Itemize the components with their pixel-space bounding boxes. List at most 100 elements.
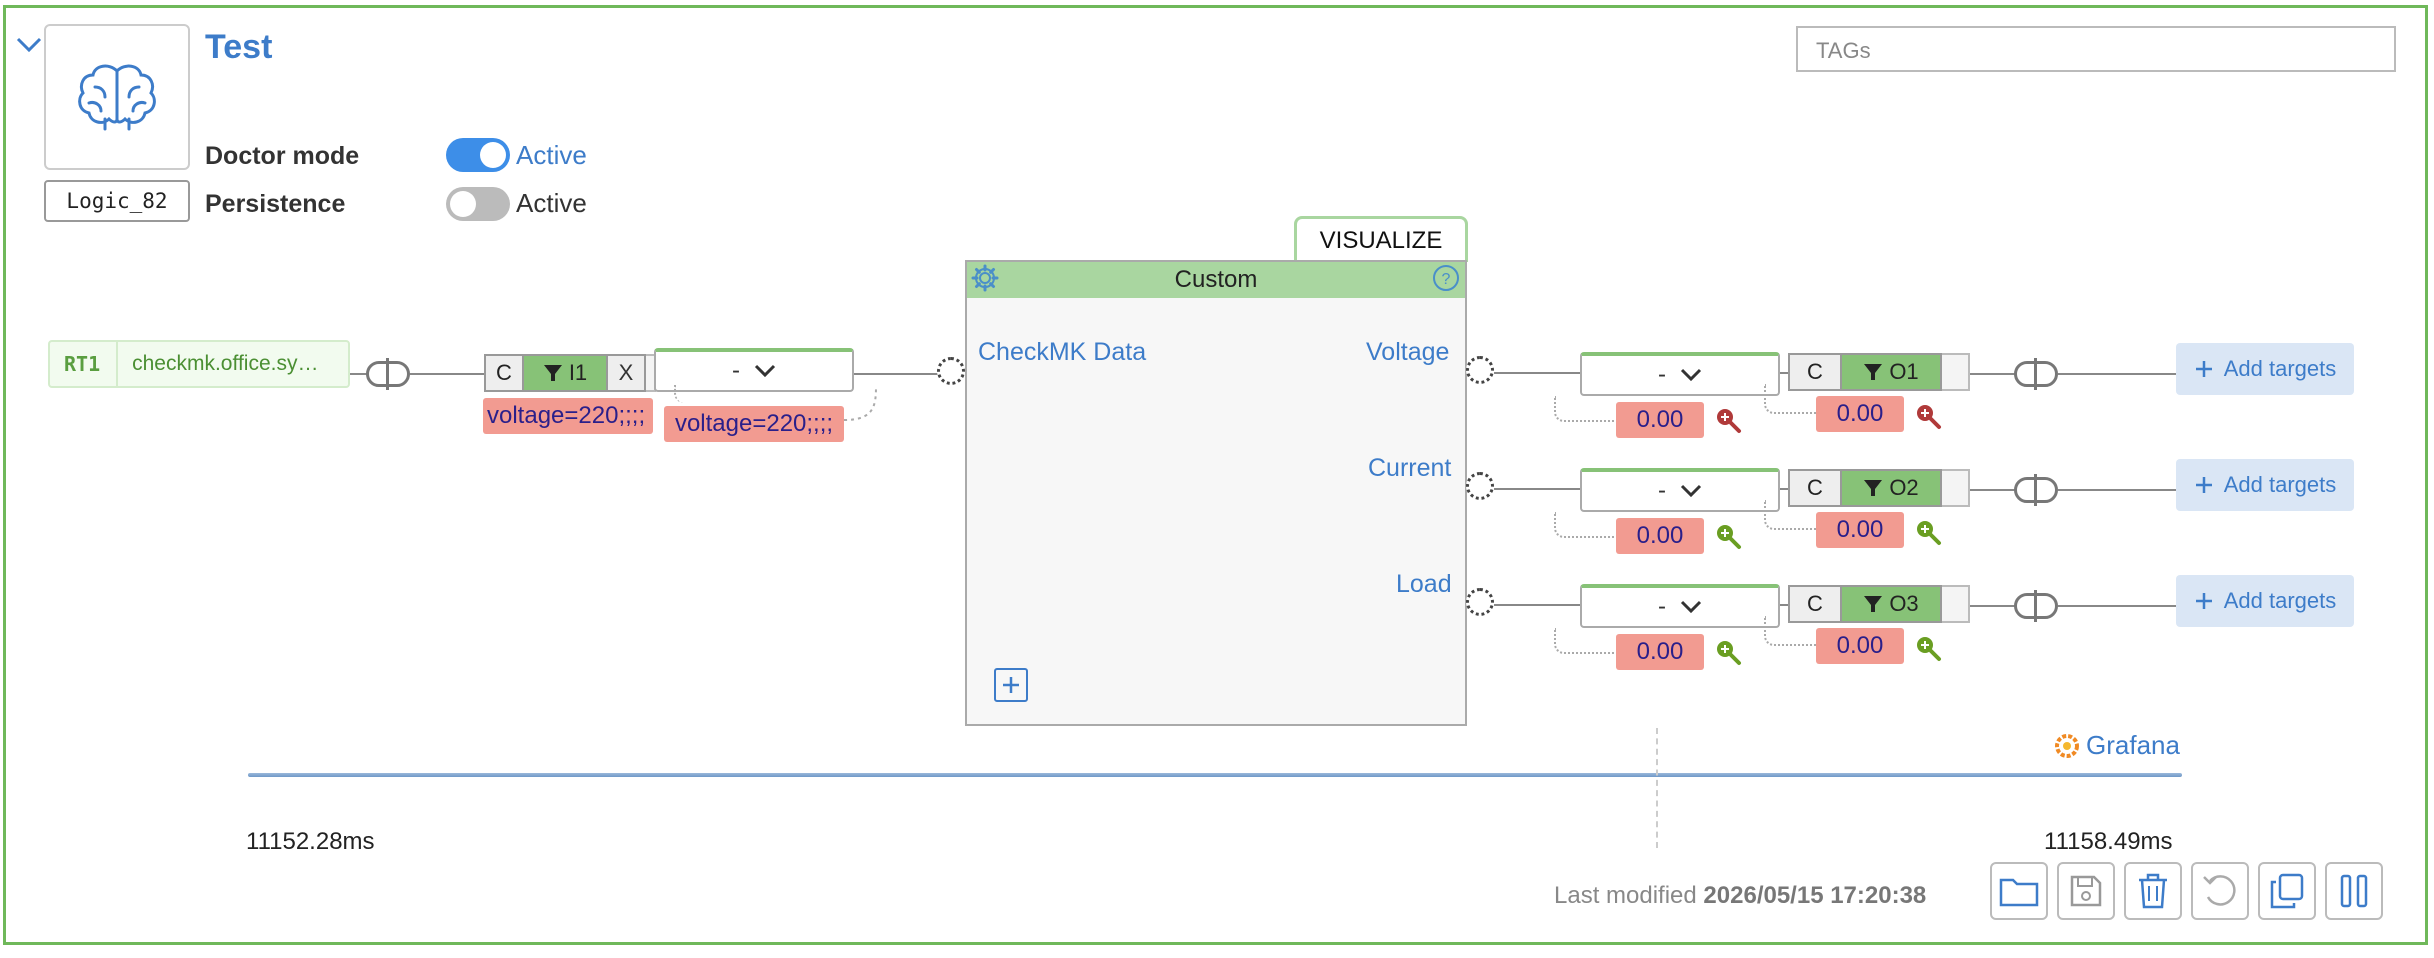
doctor-mode-toggle[interactable] — [446, 138, 510, 172]
grafana-link[interactable]: Grafana — [2054, 730, 2180, 761]
filter-icon — [543, 365, 562, 381]
zoom-icon[interactable] — [1714, 406, 1742, 439]
connector-line — [854, 373, 950, 375]
input-port-connector[interactable] — [937, 357, 965, 385]
timeline-start: 11152.28ms — [246, 828, 375, 855]
last-modified: Last modified 2026/05/15 17:20:38 — [1554, 882, 1926, 910]
zoom-icon[interactable] — [1714, 638, 1742, 671]
plus-icon — [2195, 361, 2212, 377]
save-icon — [2070, 875, 2102, 907]
custom-block[interactable]: Custom — [965, 260, 1467, 726]
connector-line — [2058, 605, 2178, 607]
input-clear-button[interactable]: C — [484, 354, 524, 392]
connector-line — [1780, 372, 1790, 374]
filter-icon — [1864, 596, 1883, 612]
output-dropdown[interactable]: - — [1580, 352, 1780, 396]
output-filter-label: O2 — [1889, 475, 1919, 500]
output-port-connector[interactable] — [1466, 588, 1494, 616]
pause-icon — [2340, 874, 2368, 908]
last-modified-label: Last modified — [1554, 882, 1697, 909]
add-targets-button[interactable]: Add targets — [2176, 575, 2354, 627]
plug-icon[interactable] — [2014, 590, 2058, 622]
dotted-connector — [1554, 512, 1620, 538]
source-code: RT1 — [50, 342, 119, 386]
plug-icon[interactable] — [2014, 474, 2058, 506]
input-filter-button[interactable]: I1 — [524, 354, 608, 392]
logic-avatar[interactable] — [44, 24, 190, 170]
doctor-mode-label: Doctor mode — [205, 142, 360, 170]
input-source-rt1[interactable]: RT1 checkmk.office.sy… — [48, 340, 350, 388]
source-host: checkmk.office.sy… — [132, 352, 319, 375]
undo-icon — [2203, 875, 2236, 906]
dotted-connector — [1764, 384, 1818, 414]
output-filter-button[interactable]: O2 — [1842, 469, 1942, 507]
grafana-label: Grafana — [2086, 730, 2180, 760]
add-targets-label: Add targets — [2223, 356, 2337, 381]
output-port-connector[interactable] — [1466, 472, 1494, 500]
plug-icon[interactable] — [2014, 358, 2058, 390]
chevron-down-icon — [1680, 368, 1702, 382]
output-value-left: 0.00 — [1616, 518, 1704, 554]
filter-icon — [1864, 364, 1883, 380]
filter-icon — [1864, 480, 1883, 496]
dotted-connector — [674, 385, 696, 403]
timeline-bar[interactable] — [248, 773, 2182, 777]
output-port-connector[interactable] — [1466, 356, 1494, 384]
last-modified-date: 2026/05/15 17:20:38 — [1703, 882, 1927, 909]
output-port-current: Current — [1368, 454, 1452, 482]
delete-button[interactable] — [2124, 862, 2182, 920]
input-dropdown-value: - — [732, 357, 740, 384]
logic-panel-frame — [3, 5, 2428, 945]
plug-icon[interactable] — [366, 358, 410, 390]
folder-icon — [1999, 878, 2039, 907]
connector-line — [1970, 373, 2016, 375]
copy-icon — [2270, 873, 2304, 909]
input-processed-value: voltage=220;;;; — [664, 406, 844, 442]
page-title: Test — [205, 28, 273, 66]
output-dropdown[interactable]: - — [1580, 468, 1780, 512]
output-filter-button[interactable]: O3 — [1842, 585, 1942, 623]
chevron-down-icon — [1680, 600, 1702, 614]
output-dropdown-value: - — [1658, 361, 1666, 388]
connector-line — [410, 373, 484, 375]
plus-icon — [1003, 677, 1019, 693]
save-button[interactable] — [2057, 862, 2115, 920]
visualize-tab[interactable]: VISUALIZE — [1294, 216, 1468, 262]
help-icon[interactable]: ? — [1432, 264, 1460, 297]
pause-button[interactable] — [2325, 862, 2383, 920]
input-raw-value: voltage=220;;;; — [483, 398, 653, 434]
collapse-chevron-icon[interactable] — [14, 30, 44, 60]
output-filter-label: O3 — [1889, 591, 1919, 616]
input-remove-button[interactable]: X — [608, 354, 646, 392]
output-dropdown-value: - — [1658, 593, 1666, 620]
connector-line — [2058, 489, 2178, 491]
add-port-button[interactable] — [994, 668, 1028, 702]
output-filter-button[interactable]: O1 — [1842, 353, 1942, 391]
open-button[interactable] — [1990, 862, 2048, 920]
connector-line — [1780, 488, 1790, 490]
output-dropdown[interactable]: - — [1580, 584, 1780, 628]
persistence-toggle[interactable] — [446, 187, 510, 221]
output-value-right: 0.00 — [1816, 512, 1904, 548]
add-targets-button[interactable]: Add targets — [2176, 459, 2354, 511]
dotted-connector — [1764, 500, 1818, 530]
tags-input[interactable]: TAGs — [1796, 26, 2396, 72]
gear-icon[interactable] — [970, 263, 1000, 298]
copy-button[interactable] — [2258, 862, 2316, 920]
trash-icon — [2139, 873, 2167, 909]
add-targets-button[interactable]: Add targets — [2176, 343, 2354, 395]
connector-line — [1970, 489, 2016, 491]
output-value-right: 0.00 — [1816, 396, 1904, 432]
output-port-voltage: Voltage — [1366, 338, 1450, 366]
zoom-icon[interactable] — [1714, 522, 1742, 555]
undo-button[interactable] — [2191, 862, 2249, 920]
chevron-down-icon — [754, 364, 776, 378]
zoom-icon[interactable] — [1914, 518, 1942, 551]
timeline-end: 11158.49ms — [2044, 828, 2173, 855]
dotted-connector — [1764, 616, 1818, 646]
zoom-icon[interactable] — [1914, 402, 1942, 435]
add-targets-label: Add targets — [2223, 472, 2337, 497]
zoom-icon[interactable] — [1914, 634, 1942, 667]
dotted-connector — [844, 386, 877, 421]
input-transform-dropdown[interactable]: - — [654, 348, 854, 392]
